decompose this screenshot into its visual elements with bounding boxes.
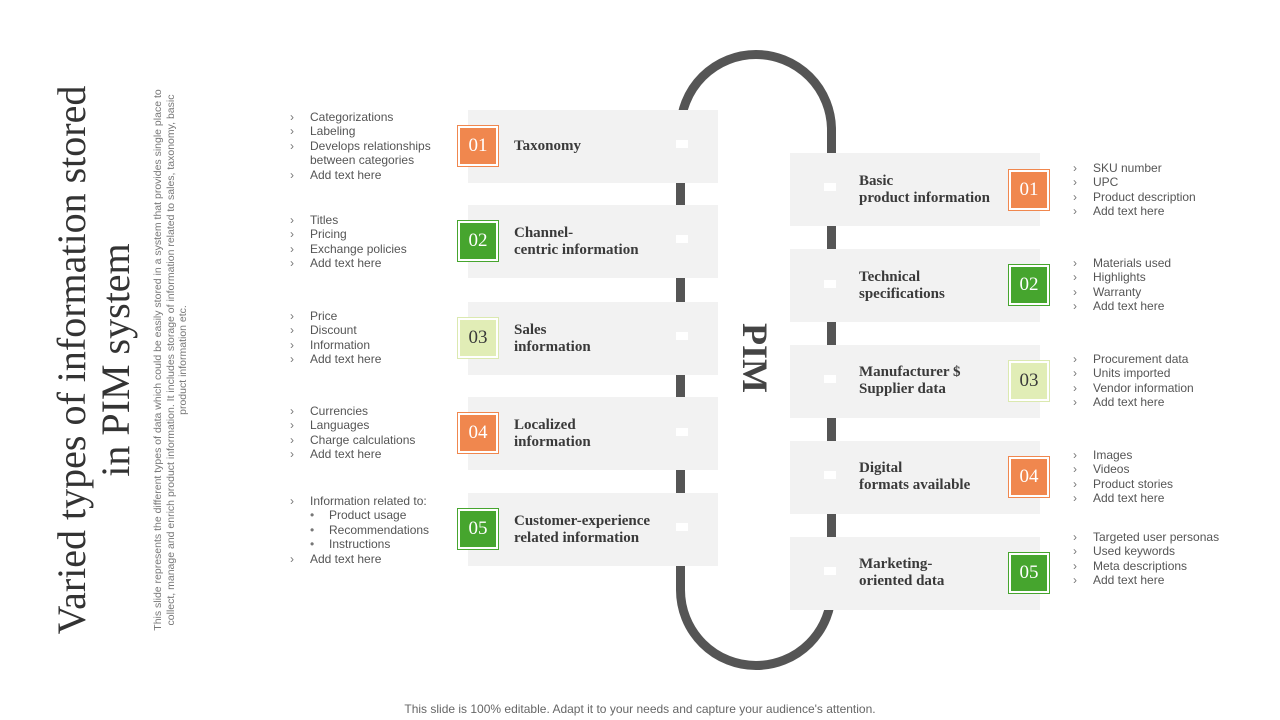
sub-bullet-item: Product usage: [290, 508, 455, 523]
bullet-item: Add text here: [290, 447, 450, 462]
bullet-item: Currencies: [290, 404, 450, 419]
right-bullets-4: Images Videos Product stories Add text h…: [1073, 448, 1233, 506]
bullet-item: Add text here: [290, 352, 450, 367]
title-block: Varied types of information stored in PI…: [49, 70, 210, 650]
number-badge: 01: [1008, 169, 1050, 211]
bullet-item: Titles: [290, 213, 450, 228]
loop-gap: [824, 567, 836, 575]
bullet-item: Videos: [1073, 462, 1233, 477]
right-card-1: Basic product information: [790, 153, 1040, 226]
card-label: Localized information: [514, 417, 591, 450]
card-label: Technical specifications: [859, 269, 945, 302]
number-badge: 02: [457, 220, 499, 262]
card-label: Channel- centric information: [514, 225, 639, 258]
number-badge: 02: [1008, 264, 1050, 306]
card-label: Digital formats available: [859, 460, 971, 493]
bullet-item: Materials used: [1073, 256, 1233, 271]
number-badge: 05: [457, 508, 499, 550]
card-label: Sales information: [514, 322, 591, 355]
bullet-item: Procurement data: [1073, 352, 1233, 367]
card-label: Marketing- oriented data: [859, 556, 945, 589]
bullet-item: Images: [1073, 448, 1233, 463]
right-bullets-5: Targeted user personas Used keywords Met…: [1073, 530, 1223, 588]
right-bullets-1: SKU number UPC Product description Add t…: [1073, 161, 1233, 219]
bullet-item: Add text here: [1073, 204, 1233, 219]
bullet-item: Add text here: [290, 168, 450, 183]
card-label: Basic product information: [859, 173, 990, 206]
bullet-item: Information: [290, 338, 450, 353]
sub-bullet-item: Recommendations: [290, 523, 455, 538]
number-badge: 03: [1008, 360, 1050, 402]
loop-gap: [824, 280, 836, 288]
loop-gap: [676, 235, 688, 243]
bullet-item: Add text here: [1073, 491, 1233, 506]
bullet-item: Exchange policies: [290, 242, 450, 257]
right-bullets-2: Materials used Highlights Warranty Add t…: [1073, 256, 1233, 314]
bullet-item: Add text here: [1073, 299, 1233, 314]
bullet-item: Meta descriptions: [1073, 559, 1223, 574]
left-card-5: Customer-experience related information: [468, 493, 718, 566]
bullet-item: Discount: [290, 323, 450, 338]
bullet-item: Used keywords: [1073, 544, 1223, 559]
loop-gap: [824, 183, 836, 191]
left-bullets-1: Categorizations Labeling Develops relati…: [290, 110, 450, 182]
bullet-item: Labeling: [290, 124, 450, 139]
card-label: Customer-experience related information: [514, 513, 651, 546]
bullet-item: UPC: [1073, 175, 1233, 190]
bullet-item: Vendor information: [1073, 381, 1233, 396]
sub-bullet-item: Instructions: [290, 537, 455, 552]
loop-gap: [676, 332, 688, 340]
bullet-item: Product description: [1073, 190, 1233, 205]
bullet-item: Warranty: [1073, 285, 1233, 300]
bullet-item: Add text here: [1073, 573, 1223, 588]
bullet-item: SKU number: [1073, 161, 1233, 176]
bullet-item: Languages: [290, 418, 450, 433]
bullet-item: Targeted user personas: [1073, 530, 1223, 545]
bullet-item: Add text here: [290, 552, 455, 567]
footer-note: This slide is 100% editable. Adapt it to…: [404, 702, 876, 716]
left-bullets-3: Price Discount Information Add text here: [290, 309, 450, 367]
bullet-item: Units imported: [1073, 366, 1233, 381]
bullet-item: Product stories: [1073, 477, 1233, 492]
loop-gap: [676, 523, 688, 531]
loop-gap: [824, 471, 836, 479]
card-label: Manufacturer $ Supplier data: [859, 364, 961, 397]
loop-gap: [676, 140, 688, 148]
right-bullets-3: Procurement data Units imported Vendor i…: [1073, 352, 1233, 410]
number-badge: 04: [1008, 456, 1050, 498]
bullet-item: Highlights: [1073, 270, 1233, 285]
pim-label: PIM: [735, 323, 775, 393]
loop-gap: [824, 375, 836, 383]
bullet-item: Add text here: [1073, 395, 1233, 410]
bullet-item: Price: [290, 309, 450, 324]
bullet-item: Pricing: [290, 227, 450, 242]
number-badge: 01: [457, 125, 499, 167]
left-bullets-4: Currencies Languages Charge calculations…: [290, 404, 450, 462]
number-badge: 04: [457, 412, 499, 454]
bullet-item: Categorizations: [290, 110, 450, 125]
slide-title: Varied types of information stored in PI…: [49, 85, 138, 635]
bullet-item: Add text here: [290, 256, 450, 271]
bullet-item: Charge calculations: [290, 433, 450, 448]
card-label: Taxonomy: [514, 138, 581, 154]
bullet-item: Information related to:: [290, 494, 455, 509]
left-bullets-2: Titles Pricing Exchange policies Add tex…: [290, 213, 450, 271]
slide-description: This slide represents the different type…: [152, 89, 189, 631]
bullet-item: Develops relationships between categorie…: [290, 139, 450, 168]
loop-gap: [676, 428, 688, 436]
number-badge: 05: [1008, 552, 1050, 594]
number-badge: 03: [457, 317, 499, 359]
left-bullets-5: Information related to: Product usage Re…: [290, 494, 455, 566]
